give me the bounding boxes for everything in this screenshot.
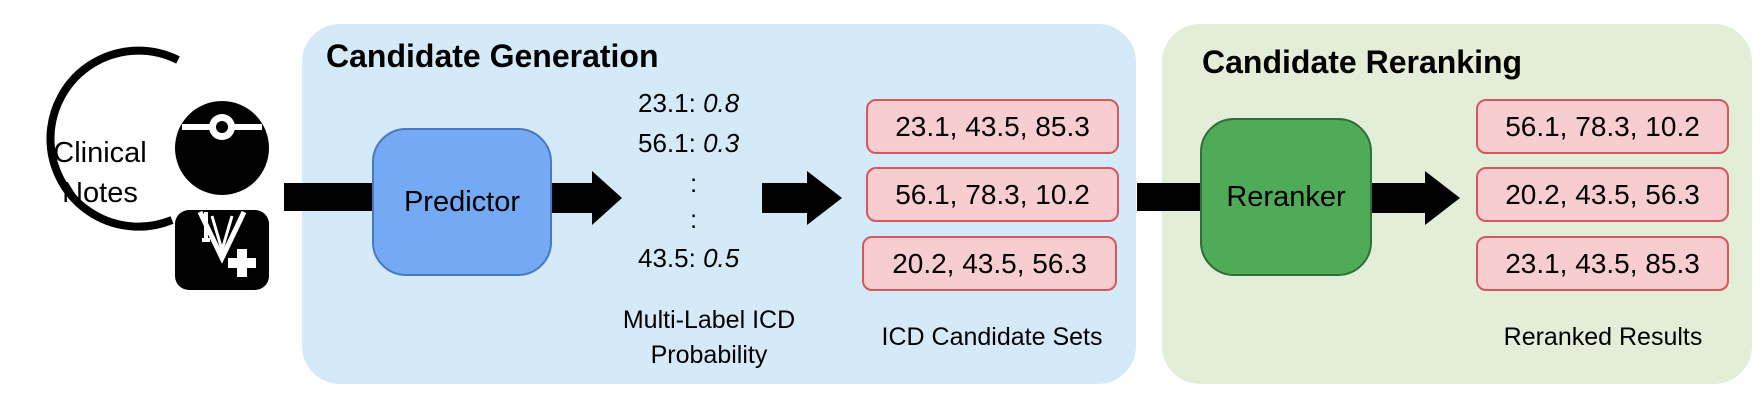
clinical-notes-label: Clinical Notes xyxy=(53,137,147,209)
doctor-icon xyxy=(175,101,269,290)
probability-item: 56.1: 0.3 xyxy=(638,128,740,158)
arrow-right-icon xyxy=(762,171,842,225)
arrow-right-icon xyxy=(284,183,374,211)
arrow-right-icon xyxy=(1137,183,1207,211)
candidate-set: 56.1, 78.3, 10.2 xyxy=(866,167,1119,222)
generation-title: Candidate Generation xyxy=(326,38,659,74)
reranker-box: Reranker xyxy=(1200,118,1372,276)
reranked-caption: Reranked Results xyxy=(1503,323,1703,351)
reranked-result: 56.1, 78.3, 10.2 xyxy=(1476,99,1729,154)
candidate-set: 23.1, 43.5, 85.3 xyxy=(866,99,1119,154)
probability-ellipsis: : xyxy=(690,204,698,234)
reranked-result: 23.1, 43.5, 85.3 xyxy=(1476,236,1729,291)
reranked-result: 20.2, 43.5, 56.3 xyxy=(1476,167,1729,222)
probability-item: 23.1: 0.8 xyxy=(638,88,740,118)
arrow-right-icon xyxy=(552,171,622,225)
predictor-box: Predictor xyxy=(372,128,552,276)
arrow-right-icon xyxy=(1370,171,1460,225)
reranking-title: Candidate Reranking xyxy=(1202,44,1523,80)
probability-ellipsis: : xyxy=(690,168,698,198)
candidate-caption: ICD Candidate Sets xyxy=(881,323,1103,351)
clinical-notes-ring xyxy=(46,46,180,231)
probability-item: 43.5: 0.5 xyxy=(638,243,740,273)
candidate-set: 20.2, 43.5, 56.3 xyxy=(862,236,1117,291)
probability-caption: Multi-Label ICD Probability xyxy=(622,306,796,369)
